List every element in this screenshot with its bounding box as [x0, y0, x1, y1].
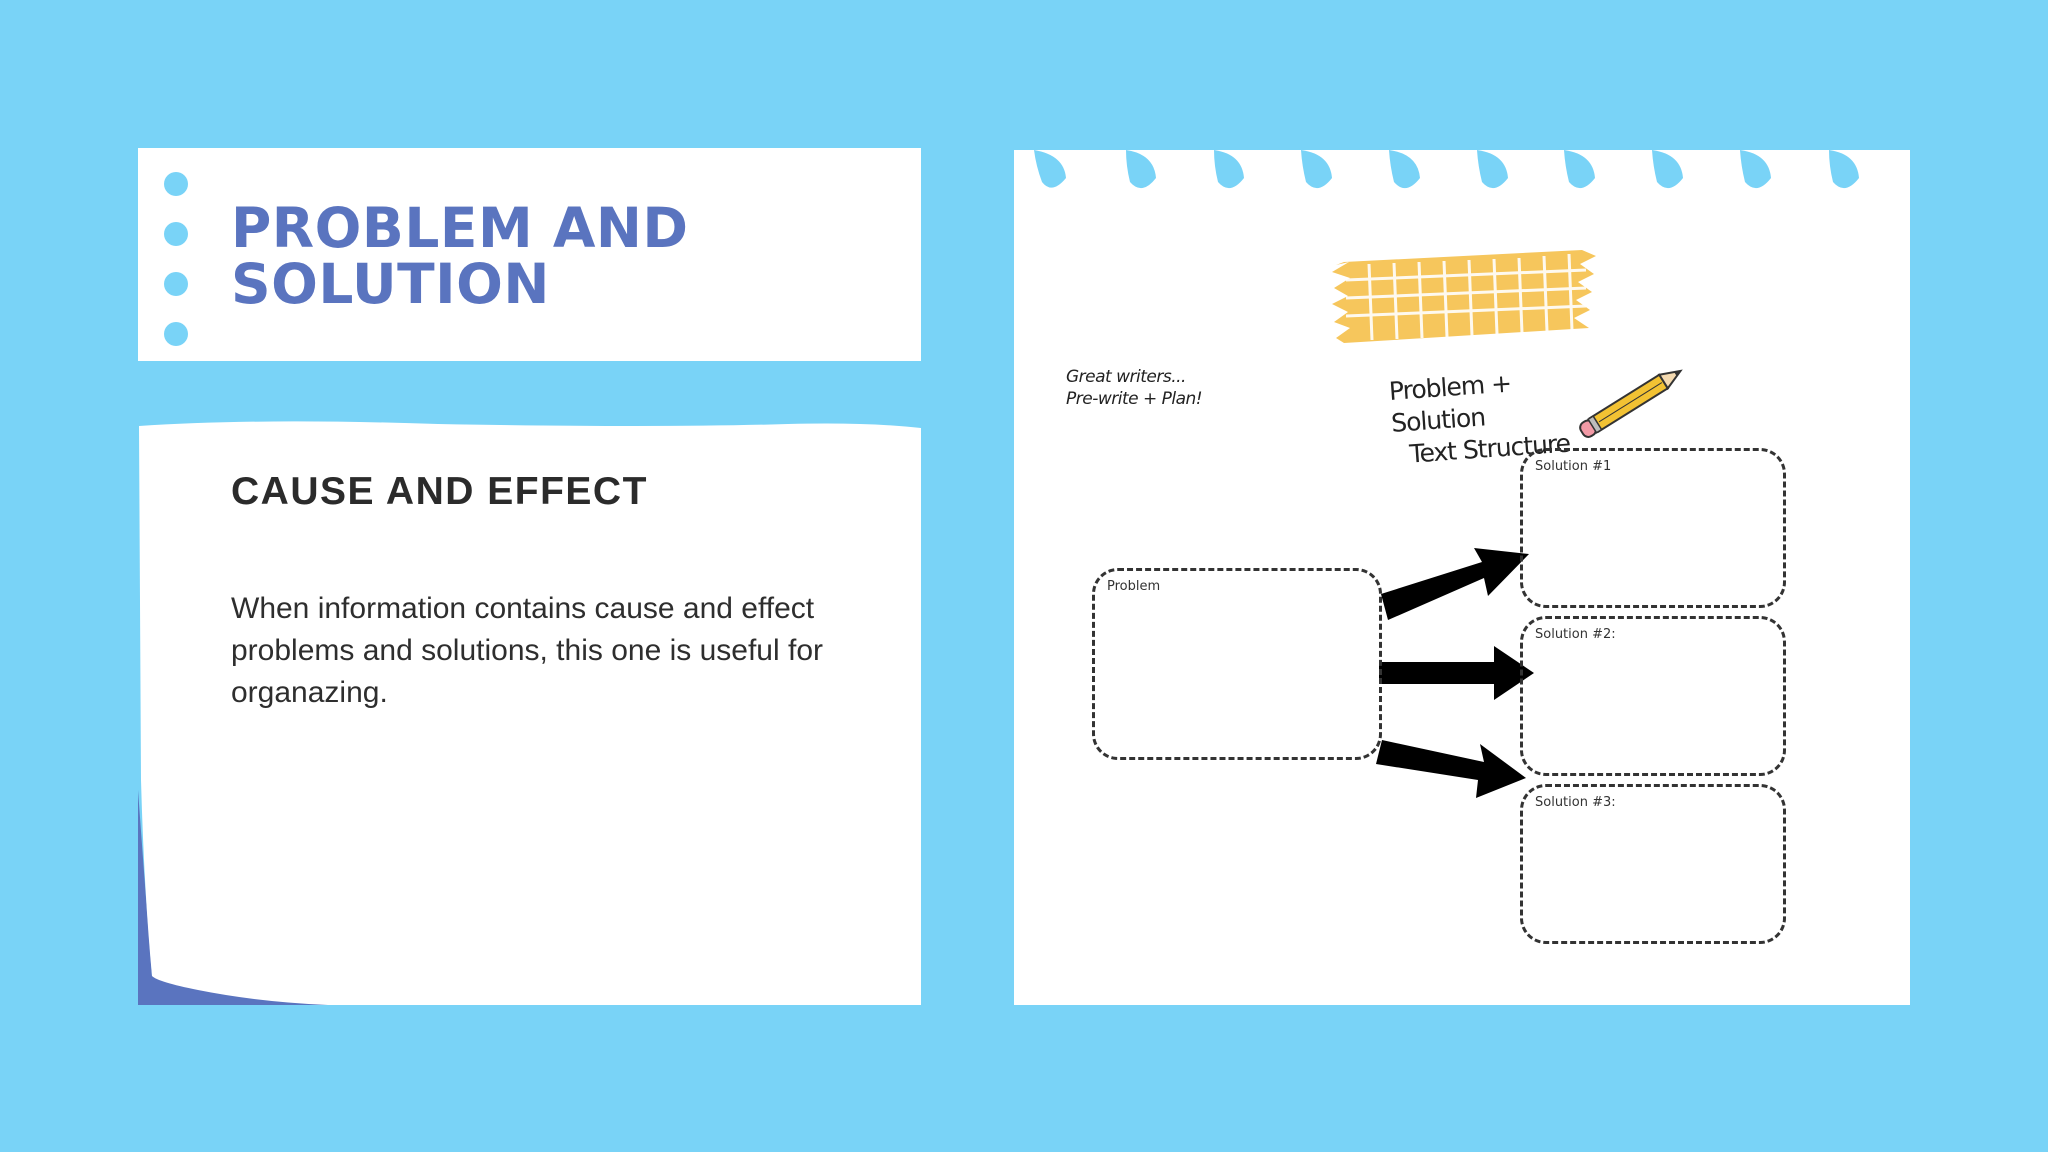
worksheet-image-card: Great writers... Pre-write + Plan! Probl… — [1014, 150, 1910, 1005]
torn-edge-notches — [1034, 150, 1859, 189]
binder-hole-icon — [164, 322, 188, 346]
solution-box-2: Solution #2: — [1520, 616, 1786, 776]
handwritten-note-line-2: Pre-write + Plan! — [1066, 389, 1203, 409]
body-text: When information contains cause and effe… — [231, 592, 823, 709]
solution-box-2-label: Solution #2: — [1535, 627, 1616, 642]
pencil-icon — [1579, 369, 1683, 438]
content-card-paper — [139, 421, 921, 1005]
content-card: CAUSE AND EFFECT When information contai… — [138, 420, 921, 1005]
handwritten-note-line-1: Great writers... — [1066, 367, 1186, 387]
solution-box-1: Solution #1 — [1520, 448, 1786, 608]
problem-box-label: Problem — [1107, 579, 1161, 594]
binder-hole-icon — [164, 222, 188, 246]
problem-box: Problem — [1092, 568, 1382, 760]
slide-title-line-2: SOLUTION — [231, 252, 550, 316]
slide-title: PROBLEM AND SOLUTION — [231, 200, 891, 312]
content-card-shape — [138, 421, 921, 1005]
washi-tape-icon — [1332, 250, 1596, 343]
slide-title-line-1: PROBLEM AND — [231, 196, 689, 260]
worksheet-paper — [1014, 150, 1910, 1005]
solution-box-1-label: Solution #1 — [1535, 459, 1612, 474]
solution-box-3-label: Solution #3: — [1535, 795, 1616, 810]
arrow-right-icon — [1376, 548, 1534, 798]
binder-hole-icon — [164, 272, 188, 296]
handwritten-note: Great writers... Pre-write + Plan! — [1066, 366, 1203, 410]
title-card: PROBLEM AND SOLUTION — [138, 148, 921, 361]
binder-hole-icon — [164, 172, 188, 196]
solution-box-3: Solution #3: — [1520, 784, 1786, 944]
curled-corner-shadow — [138, 790, 368, 1005]
section-heading: CAUSE AND EFFECT — [231, 470, 648, 513]
